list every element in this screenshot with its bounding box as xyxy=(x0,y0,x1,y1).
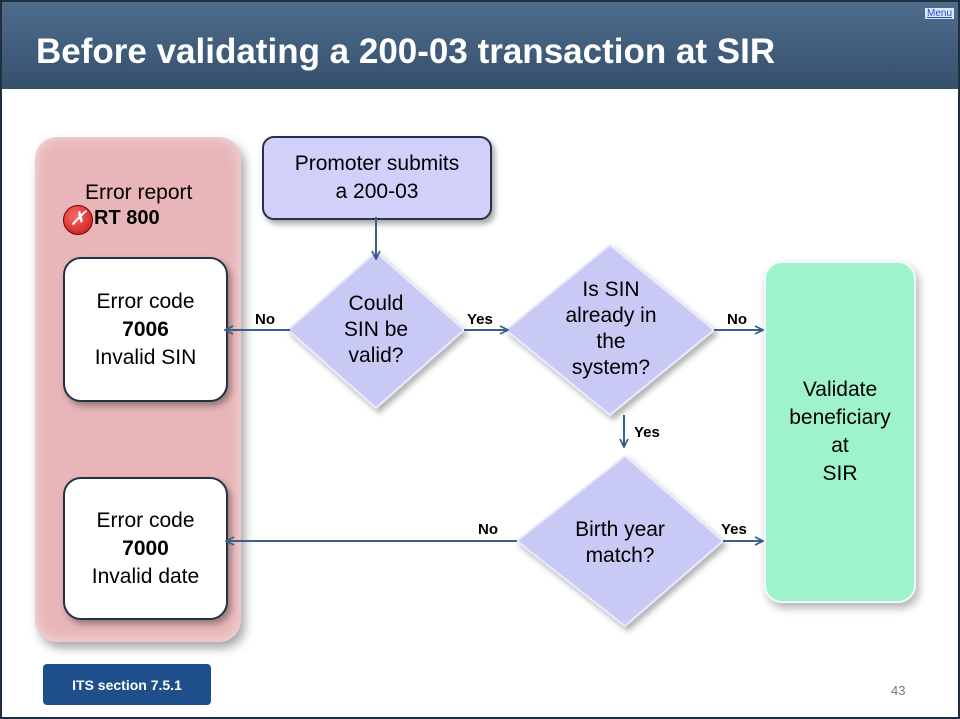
menu-link[interactable]: Menu xyxy=(924,8,954,19)
decision-line: valid? xyxy=(348,344,404,367)
error-code: 7006 xyxy=(122,317,169,341)
decision-line: Birth year xyxy=(575,518,665,541)
error-report-title: Error report xyxy=(85,181,193,204)
decision-line: match? xyxy=(585,544,655,567)
label-yes-sin-in-system: Yes xyxy=(634,424,660,441)
decision-line: Could xyxy=(348,292,404,315)
validate-line: beneficiary xyxy=(789,406,891,429)
start-box-promoter-submits: Promoter submits a 200-03 xyxy=(262,136,492,220)
error-description: Invalid SIN xyxy=(94,345,197,369)
error-box-invalid-date: Error code 7000 Invalid date xyxy=(63,477,228,620)
error-description: Invalid date xyxy=(91,564,200,588)
decision-could-sin-be-valid-text: Could SIN be valid? xyxy=(344,291,408,369)
its-section-button[interactable]: ITS section 7.5.1 xyxy=(43,664,211,705)
decision-line: already in xyxy=(565,304,657,327)
label-no-could-sin: No xyxy=(255,311,275,328)
error-report-code: RT 800 xyxy=(94,207,160,229)
validate-line: SIR xyxy=(822,462,858,485)
error-box-label: Error code xyxy=(96,508,195,532)
validate-line: Validate xyxy=(802,378,878,401)
header-bar: Menu Before validating a 200-03 transact… xyxy=(2,2,958,89)
validate-line: at xyxy=(831,434,849,457)
label-no-birth-year: No xyxy=(478,521,498,538)
page-title: Before validating a 200-03 transaction a… xyxy=(36,32,776,71)
decision-sin-in-system xyxy=(504,243,716,417)
decision-could-sin-be-valid xyxy=(286,250,466,410)
start-line-2: a 200-03 xyxy=(335,180,419,203)
label-no-sin-in-system: No xyxy=(727,311,747,328)
decision-line: system? xyxy=(571,356,651,379)
validate-beneficiary-box: Validate beneficiary at SIR xyxy=(764,261,916,603)
error-box-invalid-sin: Error code 7006 Invalid SIN xyxy=(63,257,228,402)
decision-line: the xyxy=(596,330,626,353)
decision-birth-year-text: Birth year match? xyxy=(575,517,665,569)
label-yes-could-sin: Yes xyxy=(467,311,493,328)
error-x-icon: ✗ xyxy=(63,205,93,235)
decision-sin-in-system-text: Is SIN already in the system? xyxy=(565,277,656,381)
page-number: 43 xyxy=(891,683,906,698)
error-box-label: Error code xyxy=(96,289,195,313)
start-line-1: Promoter submits xyxy=(294,152,460,175)
error-code: 7000 xyxy=(122,536,169,560)
decision-birth-year xyxy=(515,454,725,628)
decision-line: SIN be xyxy=(343,318,409,341)
label-yes-birth-year: Yes xyxy=(721,521,747,538)
decision-line: Is SIN xyxy=(582,278,640,301)
